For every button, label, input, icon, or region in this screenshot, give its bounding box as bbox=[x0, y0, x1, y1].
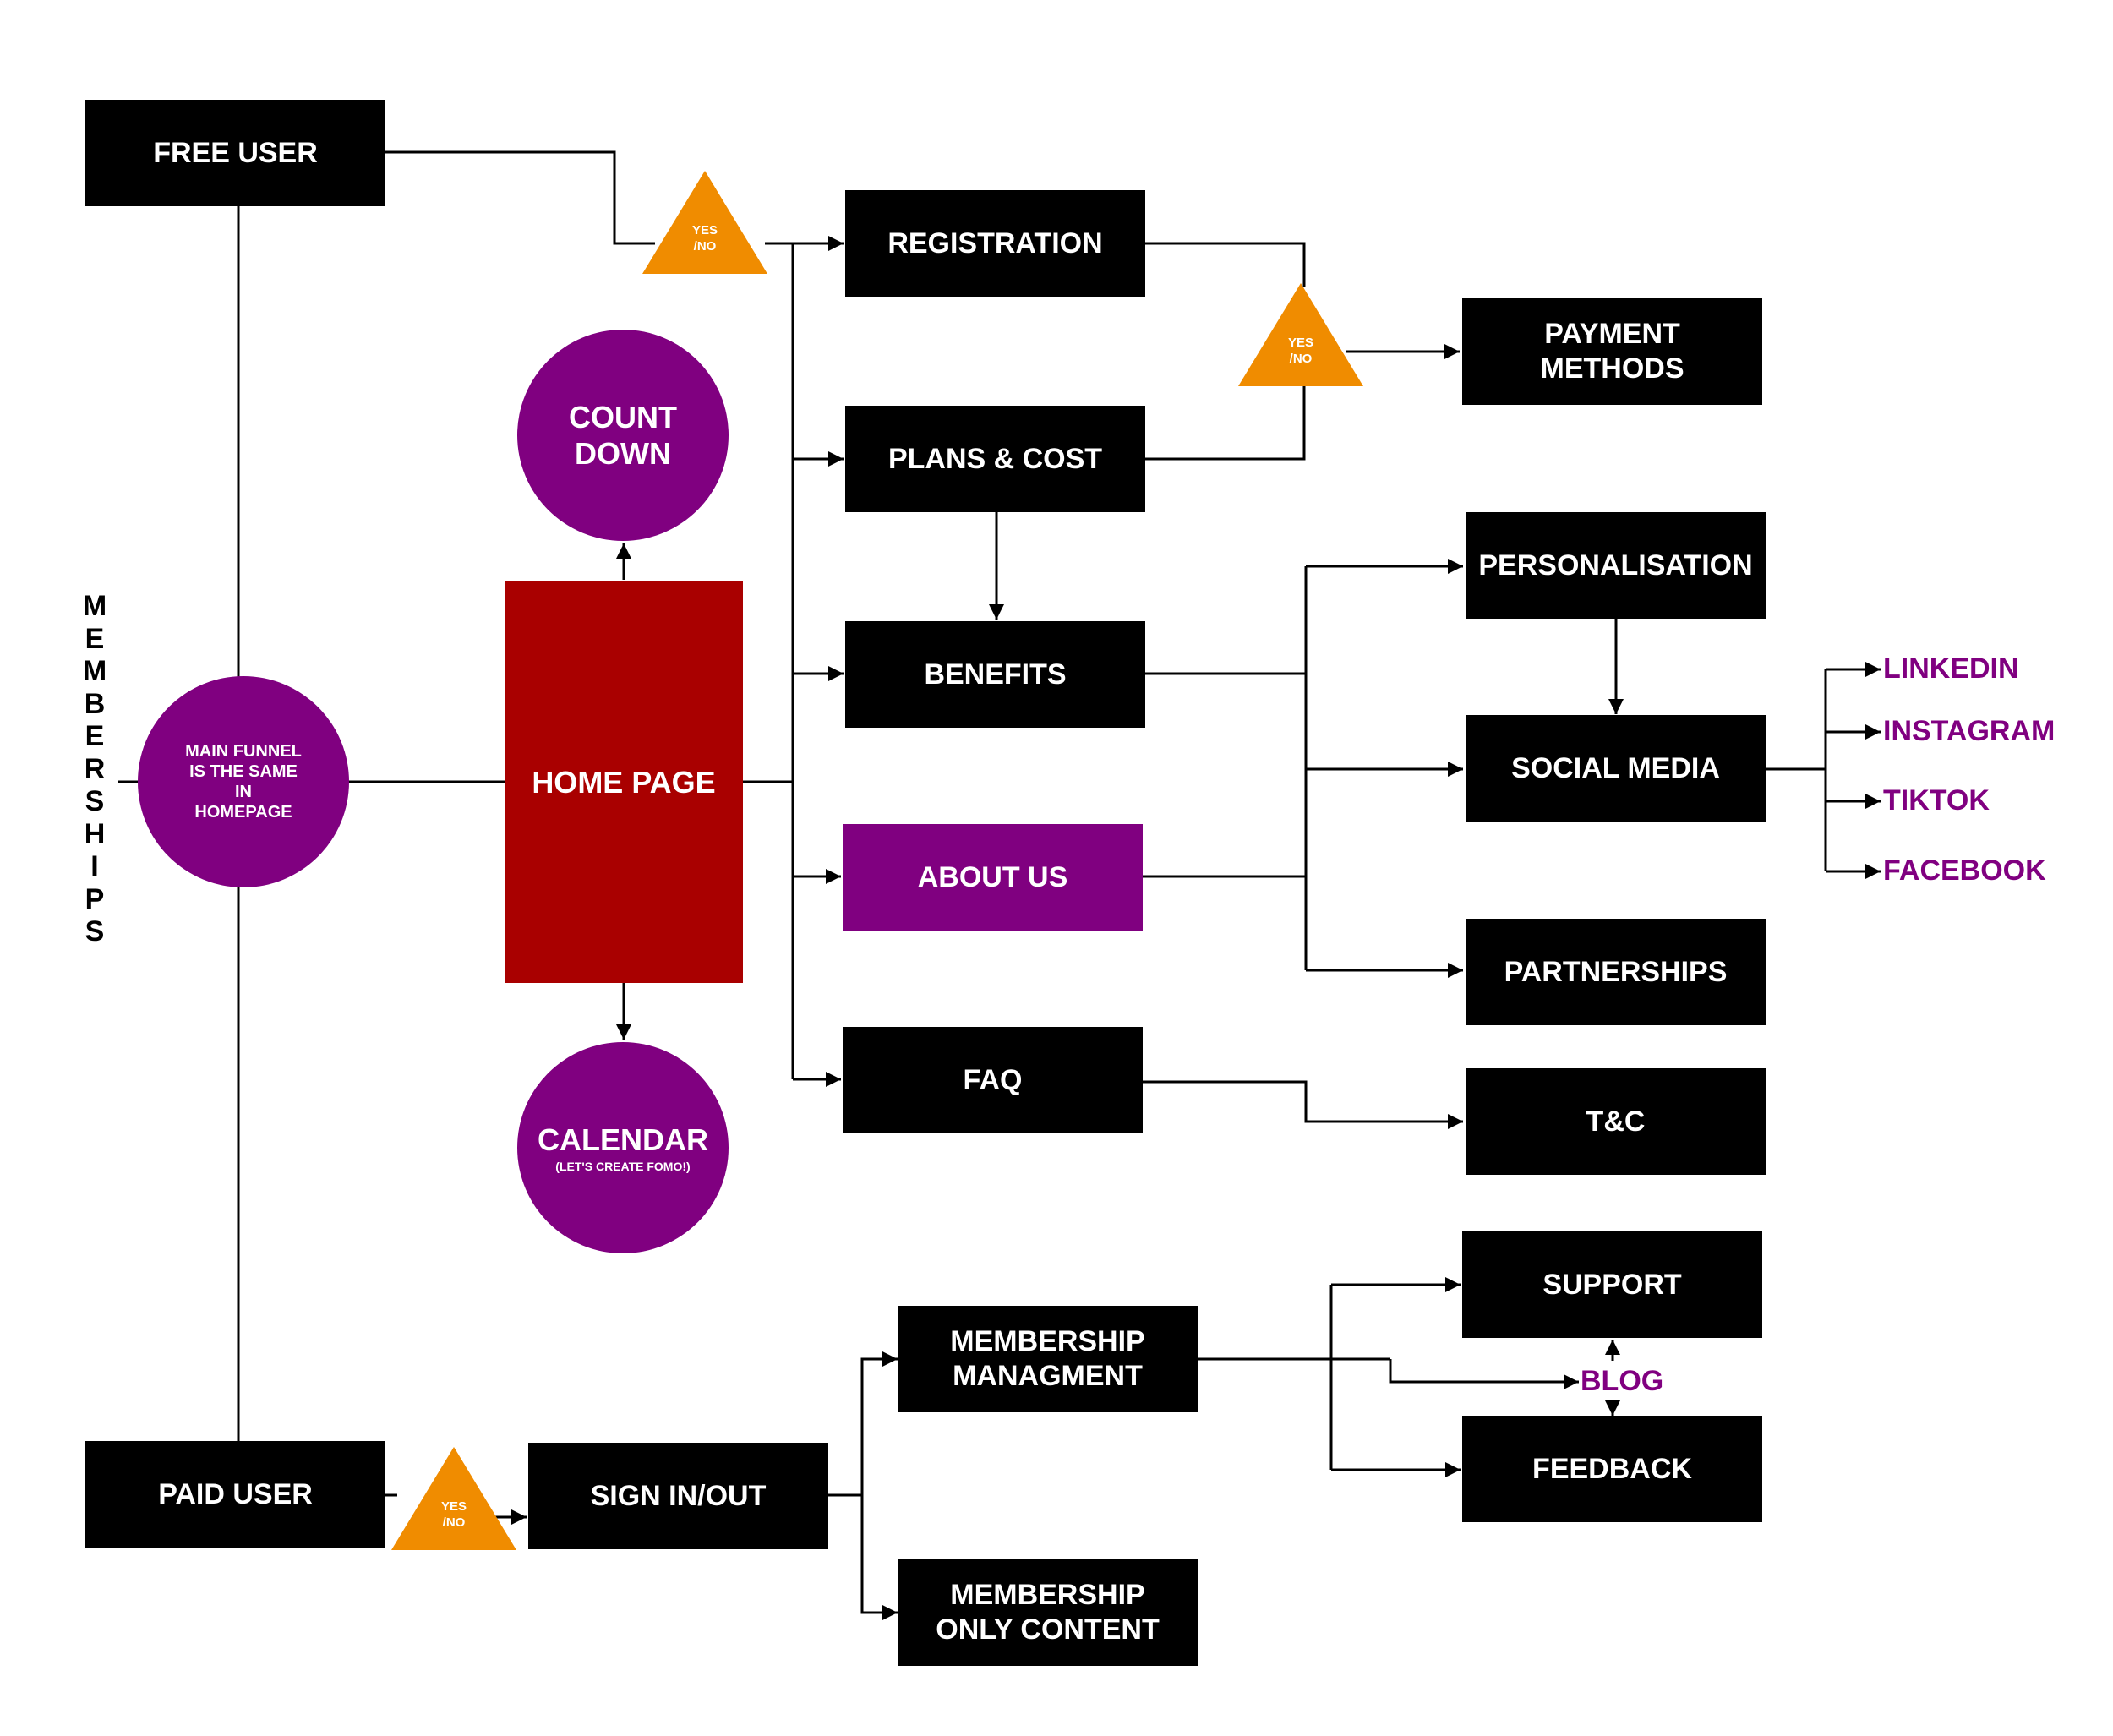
free-user-node: FREE USER bbox=[85, 100, 385, 206]
social-media-label: SOCIAL MEDIA bbox=[1511, 751, 1720, 784]
support-label: SUPPORT bbox=[1542, 1268, 1682, 1301]
free-user-label: FREE USER bbox=[153, 136, 318, 169]
partnerships-label: PARTNERSHIPS bbox=[1504, 955, 1728, 988]
side-letter: M bbox=[82, 590, 107, 622]
side-letter: I bbox=[90, 850, 99, 882]
faq-node: FAQ bbox=[843, 1027, 1143, 1133]
paid-user-decision: YES /NO bbox=[391, 1447, 516, 1550]
decision-triangle-icon bbox=[642, 171, 767, 274]
benefits-label: BENEFITS bbox=[924, 658, 1067, 691]
side-letter: M bbox=[82, 655, 107, 687]
count-down-node: COUNT DOWN bbox=[517, 330, 729, 541]
calendar-label: CALENDAR bbox=[538, 1122, 708, 1157]
decision-label: YES /NO bbox=[440, 1499, 467, 1530]
paid-user-label: PAID USER bbox=[158, 1477, 313, 1510]
registration-node: REGISTRATION bbox=[845, 190, 1145, 297]
payment-methods-label: PAYMENT METHODS bbox=[1540, 318, 1684, 385]
decision-label: YES /NO bbox=[1287, 336, 1313, 366]
social-media-node: SOCIAL MEDIA bbox=[1466, 715, 1766, 822]
calendar-node: CALENDAR (LET'S CREATE FOMO!) bbox=[517, 1042, 729, 1253]
payment-decision: YES /NO bbox=[1238, 283, 1363, 386]
free-user-decision: YES /NO bbox=[642, 171, 767, 274]
feedback-node: FEEDBACK bbox=[1462, 1416, 1762, 1522]
about-us-node: ABOUT US bbox=[843, 824, 1143, 931]
side-letter: E bbox=[85, 622, 105, 655]
paid-user-node: PAID USER bbox=[85, 1441, 385, 1548]
tc-label: T&C bbox=[1586, 1105, 1646, 1138]
instagram-link: INSTAGRAM bbox=[1883, 715, 2056, 747]
memberships-vertical-label: M E M B E R S H I P S bbox=[79, 590, 110, 948]
personalisation-label: PERSONALISATION bbox=[1478, 549, 1753, 581]
tiktok-link: TIKTOK bbox=[1883, 784, 1990, 816]
membership-only-content-label: MEMBERSHIP ONLY CONTENT bbox=[936, 1579, 1160, 1646]
plans-cost-label: PLANS & COST bbox=[887, 442, 1103, 475]
membership-only-content-node: MEMBERSHIP ONLY CONTENT bbox=[898, 1559, 1198, 1666]
about-us-label: ABOUT US bbox=[917, 860, 1068, 893]
feedback-label: FEEDBACK bbox=[1532, 1452, 1692, 1485]
partnerships-node: PARTNERSHIPS bbox=[1466, 919, 1766, 1025]
sign-in-out-node: SIGN IN/OUT bbox=[528, 1443, 828, 1549]
side-letter: E bbox=[85, 720, 105, 752]
calendar-note: (LET'S CREATE FOMO!) bbox=[555, 1160, 691, 1174]
support-node: SUPPORT bbox=[1462, 1231, 1762, 1338]
main-funnel-label: MAIN FUNNEL IS THE SAME IN HOMEPAGE bbox=[185, 742, 302, 822]
benefits-node: BENEFITS bbox=[845, 621, 1145, 728]
linkedin-link: LINKEDIN bbox=[1883, 652, 2019, 685]
side-letter: S bbox=[85, 785, 105, 817]
decision-label: YES /NO bbox=[691, 223, 718, 254]
side-letter: B bbox=[84, 687, 106, 720]
membership-managment-node: MEMBERSHIP MANAGMENT bbox=[898, 1306, 1198, 1412]
side-letter: P bbox=[85, 882, 105, 915]
facebook-link: FACEBOOK bbox=[1883, 854, 2046, 887]
side-letter: H bbox=[84, 817, 106, 850]
payment-methods-node: PAYMENT METHODS bbox=[1462, 298, 1762, 405]
side-letter: R bbox=[84, 752, 106, 785]
main-funnel-node: MAIN FUNNEL IS THE SAME IN HOMEPAGE bbox=[138, 676, 349, 887]
blog-link: BLOG bbox=[1581, 1365, 1664, 1397]
decision-triangle-icon bbox=[1238, 283, 1363, 386]
tc-node: T&C bbox=[1466, 1068, 1766, 1175]
count-down-label: COUNT DOWN bbox=[569, 399, 677, 471]
faq-label: FAQ bbox=[963, 1063, 1023, 1096]
side-letter: S bbox=[85, 915, 105, 947]
decision-triangle-icon bbox=[391, 1447, 516, 1550]
registration-label: REGISTRATION bbox=[887, 227, 1103, 259]
plans-cost-node: PLANS & COST bbox=[845, 406, 1145, 512]
personalisation-node: PERSONALISATION bbox=[1466, 512, 1766, 619]
home-page-label: HOME PAGE bbox=[532, 764, 716, 800]
membership-managment-label: MEMBERSHIP MANAGMENT bbox=[950, 1325, 1145, 1392]
sign-in-out-label: SIGN IN/OUT bbox=[590, 1479, 767, 1512]
home-page-node: HOME PAGE bbox=[505, 581, 743, 983]
